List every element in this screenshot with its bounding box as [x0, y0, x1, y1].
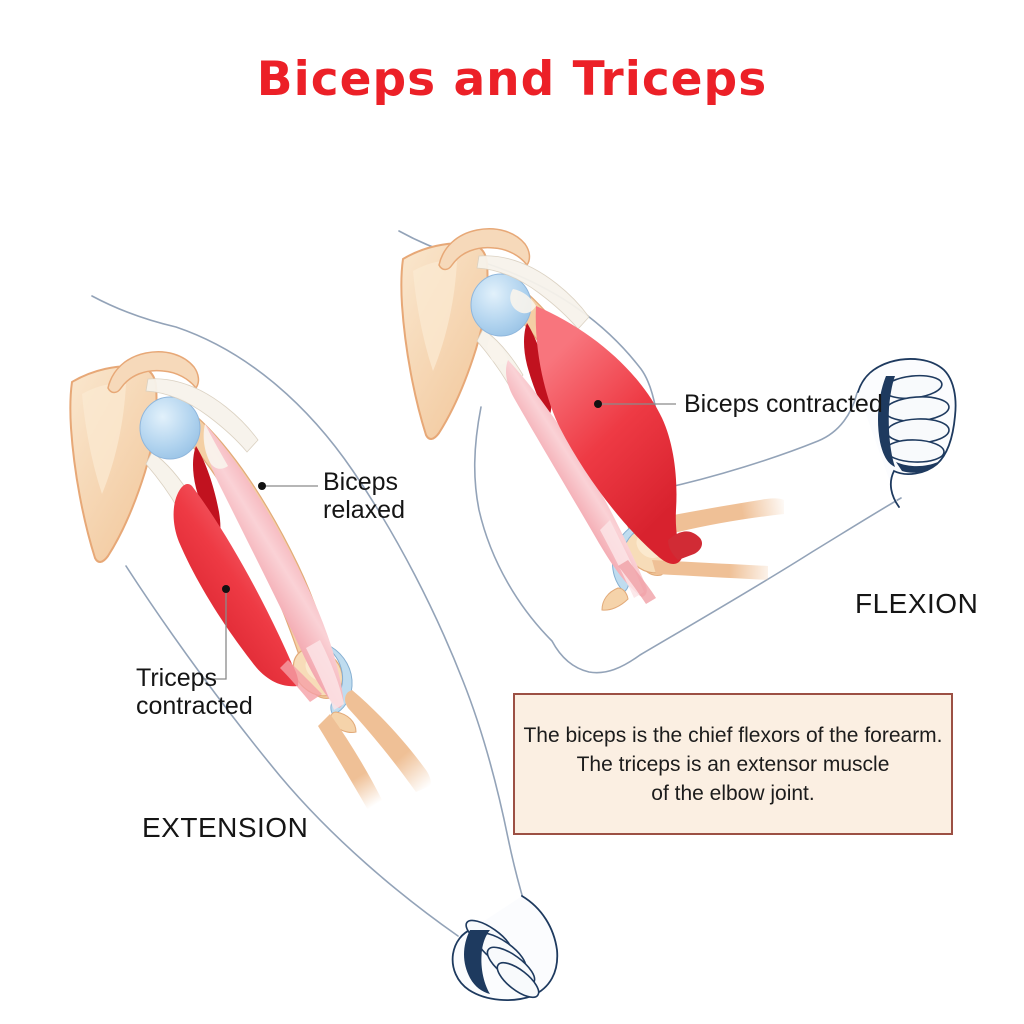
label-dot — [258, 482, 266, 490]
biceps-muscle-relaxed — [204, 424, 344, 708]
label-dot — [594, 400, 602, 408]
annotation-biceps-contracted: Biceps contracted — [684, 390, 883, 418]
caption-box: The biceps is the chief flexors of the f… — [513, 693, 953, 835]
arm-outline — [91, 295, 523, 937]
fist-shadow — [878, 376, 895, 467]
extension-arm-figure — [69, 295, 559, 1001]
forearm-bones — [652, 498, 784, 580]
olecranon-bone — [601, 587, 629, 611]
leader-line-biceps-relaxed — [258, 482, 318, 490]
pose-label-flexion: FLEXION — [855, 588, 979, 619]
leader-line-triceps-contracted — [203, 585, 230, 680]
flexion-arm-figure — [398, 227, 957, 674]
annotation-biceps-relaxed: Biceps relaxed — [323, 468, 405, 524]
olecranon-bone — [329, 711, 357, 733]
biceps-tendon-fade — [306, 640, 344, 710]
biceps-tendon-top — [203, 424, 228, 469]
triceps-tendon-fade — [280, 660, 322, 702]
biceps-tendon-top — [510, 289, 536, 314]
annotation-triceps-contracted: Triceps contracted — [136, 664, 253, 720]
label-dot — [222, 585, 230, 593]
triceps-insertion-fade — [618, 560, 656, 604]
fist — [857, 358, 957, 508]
biceps-muscle-contracted — [535, 306, 682, 564]
page-title: Biceps and Triceps — [256, 52, 768, 107]
fist — [451, 895, 559, 1001]
triceps-muscle-contracted — [173, 483, 299, 687]
leader-line-biceps-contracted — [594, 400, 676, 408]
biceps-insertion-tendon — [668, 531, 702, 560]
forearm-bones — [318, 690, 431, 810]
fist-shadow-bottom — [896, 462, 938, 473]
triceps-tendon-top — [487, 338, 508, 365]
caption-text: The biceps is the chief flexors of the f… — [523, 723, 943, 805]
fist-shadow — [464, 930, 490, 994]
pose-label-extension: EXTENSION — [142, 812, 309, 843]
